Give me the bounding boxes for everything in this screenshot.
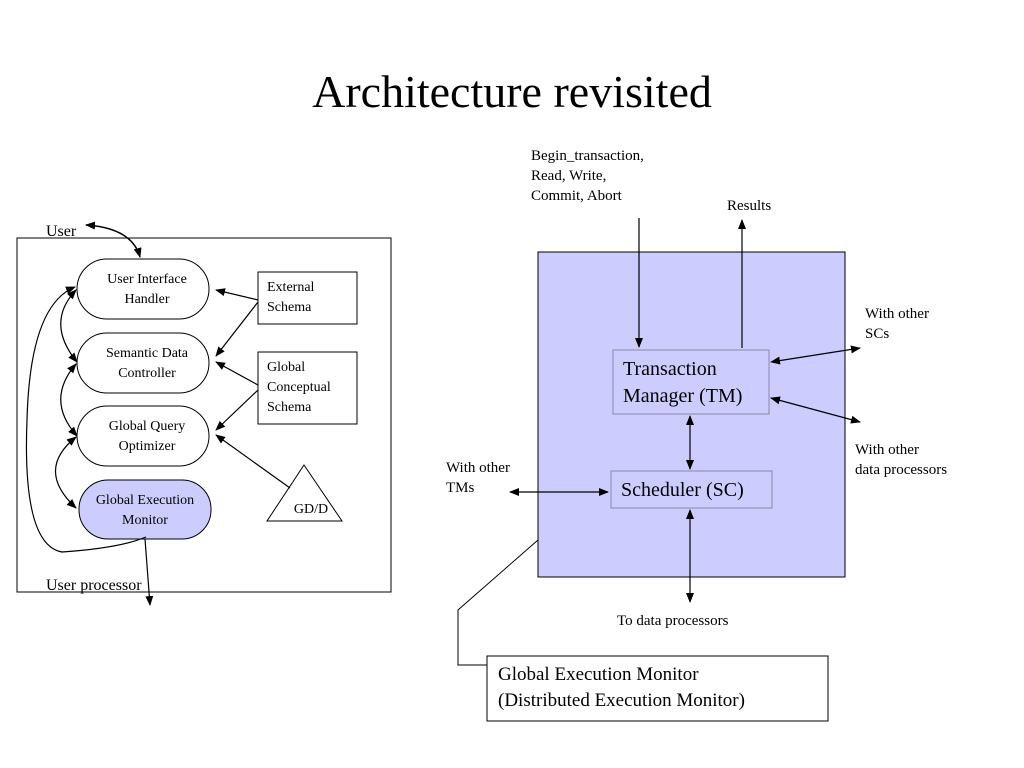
gqo-line1: Global Query: [108, 419, 186, 434]
gcs-sdc-arrow: [215, 361, 259, 386]
sc-box: [610, 470, 773, 509]
ui-handler-line2: Handler: [124, 292, 170, 307]
tm-dp-arrow: [770, 396, 861, 424]
slide-title: Architecture revisited: [312, 66, 712, 117]
with-other-tms-label: With other TMs: [446, 458, 510, 498]
gdd-gqo-arrow: [215, 434, 291, 489]
ui-sdc-curve: [60, 289, 78, 363]
ops-line3: Commit, Abort: [531, 188, 622, 204]
gcs-line2: Conceptual: [267, 380, 331, 395]
gcs-gqo-arrow: [215, 389, 259, 431]
semantic-data-controller-box: [76, 332, 210, 394]
with-other-dp-line1: With other: [855, 442, 919, 458]
with-other-dp-label: With other data processors: [855, 440, 947, 480]
external-schema-line1: External: [267, 280, 315, 295]
external-schema-box: [257, 271, 358, 325]
gqo-text: Global Query Optimizer: [77, 417, 217, 457]
ui-handler-box: [76, 258, 210, 320]
results-label: Results: [727, 198, 772, 214]
gem-callout-box: [486, 655, 829, 722]
to-dp-label: To data processors: [617, 613, 729, 629]
tm-box: [612, 349, 770, 415]
gem-out-arrow: [144, 538, 154, 606]
sdc-line2: Controller: [118, 366, 176, 381]
gcs-line1: Global: [267, 360, 306, 375]
gem-callout-line1: Global Execution Monitor: [498, 664, 699, 685]
with-other-scs-label: With other SCs: [865, 304, 929, 344]
with-other-dp-line2: data processors: [855, 462, 948, 478]
gcs-text: Global Conceptual Schema: [267, 358, 331, 418]
gem-ui-loop: [25, 286, 147, 553]
gdd-triangle: [266, 464, 343, 522]
user-processor-frame: [16, 237, 392, 593]
with-other-tms-line1: With other: [446, 460, 510, 476]
gem-callout-line: [457, 539, 539, 666]
gqo-line2: Optimizer: [118, 439, 176, 454]
gcs-line3: Schema: [267, 400, 312, 415]
external-schema-text: External Schema: [267, 278, 314, 318]
ops-line2: Read, Write,: [531, 168, 607, 184]
sc-label: Scheduler (SC): [621, 479, 744, 501]
ui-handler-text: User Interface Handler: [77, 270, 217, 310]
gdd-label: GD/D: [293, 502, 329, 517]
gem-line1: Global Execution: [95, 493, 195, 508]
user-ui-arrow: [85, 221, 142, 258]
user-label: User: [46, 223, 77, 240]
sdc-text: Semantic Data Controller: [77, 344, 217, 384]
tm-line2: Manager (TM): [623, 385, 743, 407]
ops-label: Begin_transaction, Read, Write, Commit, …: [531, 146, 644, 206]
tm-scs-arrow: [770, 345, 861, 365]
user-processor-label: User processor: [46, 577, 142, 594]
external-schema-line2: Schema: [267, 300, 312, 315]
es-ui-arrow: [215, 288, 259, 301]
with-other-scs-line1: With other: [865, 306, 929, 322]
ops-line1: Begin_transaction,: [531, 148, 644, 164]
gqo-gem-curve: [54, 436, 77, 509]
sdc-line1: Semantic Data: [105, 346, 189, 361]
global-conceptual-schema-box: [257, 351, 358, 425]
tm-line1: Transaction: [623, 358, 717, 380]
with-other-scs-line2: SCs: [865, 326, 890, 342]
tm-label: Transaction Manager (TM): [623, 356, 742, 410]
with-other-tms-line2: TMs: [446, 480, 475, 496]
gem-callout-line2: (Distributed Execution Monitor): [498, 690, 745, 711]
es-sdc-arrow: [215, 301, 259, 357]
gem-line2: Monitor: [122, 513, 168, 528]
ui-handler-line1: User Interface: [107, 272, 187, 287]
gem-callout-text: Global Execution Monitor (Distributed Ex…: [498, 662, 745, 714]
sdc-gqo-curve: [60, 363, 78, 437]
gem-text: Global Execution Monitor: [76, 491, 214, 531]
